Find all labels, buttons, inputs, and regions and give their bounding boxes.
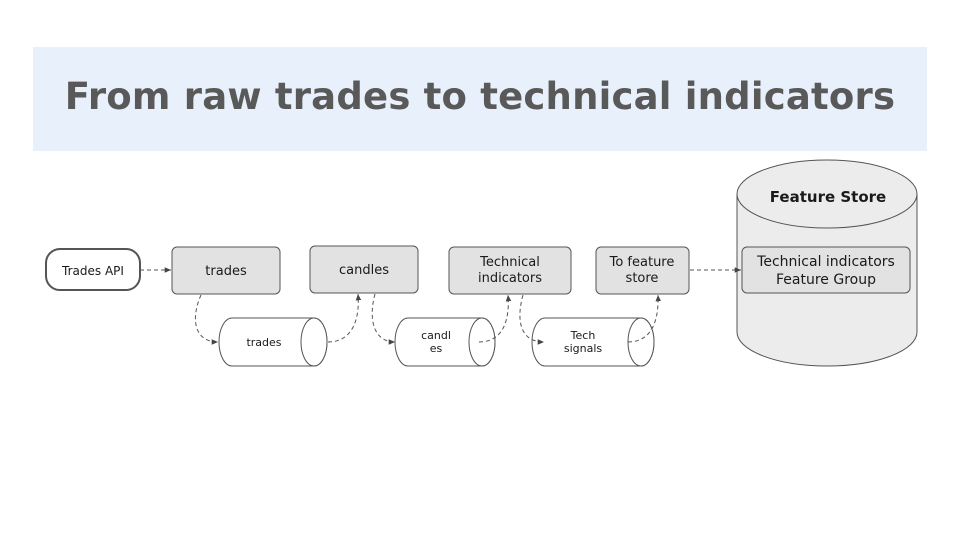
svg-text:Tech: Tech (570, 329, 596, 342)
svg-text:candl: candl (421, 329, 451, 342)
svg-text:es: es (430, 342, 443, 355)
candles-topic-cylinder: candl es (394, 317, 496, 367)
to-feature-store-line-2: store (626, 271, 659, 286)
trades-api-node: Trades API (45, 248, 141, 291)
title-banner: From raw trades to technical indicators (33, 47, 927, 151)
feature-group-box: Technical indicators Feature Group (741, 246, 911, 294)
tech-signals-line-1: Tech (570, 329, 596, 342)
candles-topic-line-2: es (430, 342, 443, 355)
trades-api-label: Trades API (61, 264, 124, 278)
candles-step-node: candles (309, 245, 419, 294)
svg-text:Technical: Technical (479, 255, 540, 270)
to-feature-store-line-1: To feature (609, 255, 675, 270)
edge-candles-topic-to-indicators (478, 294, 512, 343)
edge-trades-topic-to-candles (327, 293, 362, 343)
edge-candles-to-candles-topic (371, 293, 396, 345)
page-title: From raw trades to technical indicators (64, 75, 896, 118)
svg-text:To feature: To feature (609, 255, 675, 270)
feature-store-label: Feature Store (770, 188, 886, 206)
svg-text:signals: signals (564, 342, 603, 355)
technical-indicators-step-node: Technical indicators (448, 246, 572, 295)
trades-step-label: trades (205, 264, 247, 279)
trades-topic-cylinder: trades (218, 317, 328, 367)
trades-step-node: trades (171, 246, 281, 295)
to-feature-store-step-node: To feature store (595, 246, 690, 295)
svg-text:Technical indicators: Technical indicators (756, 254, 895, 270)
trades-topic-label: trades (246, 336, 281, 349)
svg-text:store: store (626, 271, 659, 286)
svg-text:indicators: indicators (478, 271, 542, 286)
svg-text:Feature Group: Feature Group (776, 272, 876, 288)
tech-signals-topic-cylinder: Tech signals (531, 317, 655, 367)
edge-trades-to-trades-topic (194, 294, 219, 345)
edge-signals-topic-to-store-step (627, 294, 662, 343)
feature-group-line-1: Technical indicators (756, 254, 895, 270)
candles-step-label: candles (339, 263, 389, 278)
tech-signals-line-2: signals (564, 342, 603, 355)
technical-indicators-line-2: indicators (478, 271, 542, 286)
technical-indicators-line-1: Technical (479, 255, 540, 270)
feature-group-line-2: Feature Group (776, 272, 876, 288)
candles-topic-line-1: candl (421, 329, 451, 342)
